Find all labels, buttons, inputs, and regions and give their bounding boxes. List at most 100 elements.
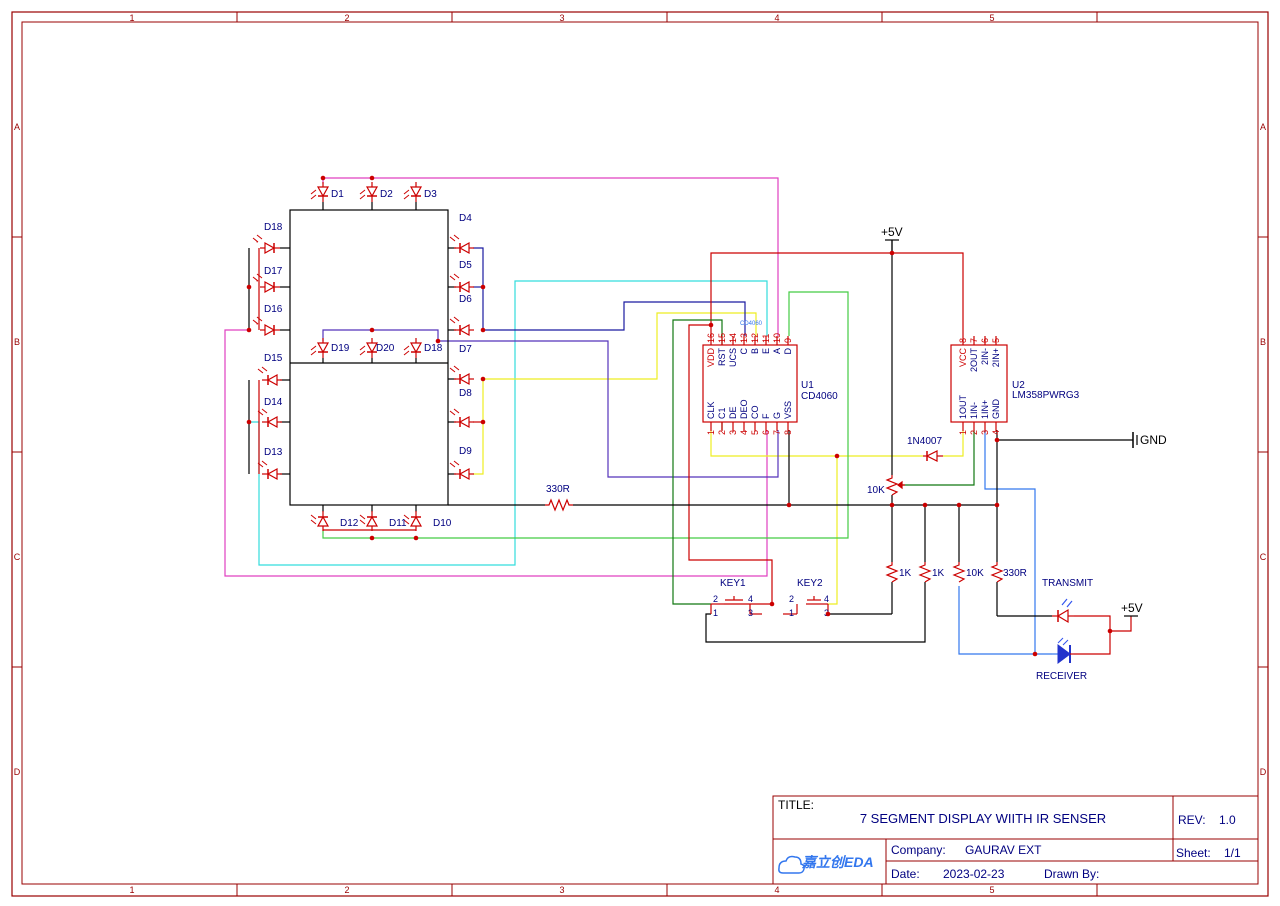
label-d19: D19 xyxy=(331,343,350,354)
label-d2: D2 xyxy=(380,189,393,200)
wire-dark-green-2 xyxy=(898,430,975,486)
row-label-right: D xyxy=(1260,767,1267,777)
wire-yellow xyxy=(483,312,757,380)
u1-pins: 16VDD15RST14UCS13C12B11E10A9D1CLK2C13DE4… xyxy=(706,333,793,435)
u1-pin-number: 4 xyxy=(739,430,749,435)
row-label-right: A xyxy=(1260,122,1266,132)
wire-red-vdd xyxy=(710,252,964,336)
date-label: Date: xyxy=(891,867,920,881)
u1-pin-number: 6 xyxy=(761,430,771,435)
label-key1: KEY1 xyxy=(720,578,746,589)
sheet-label: Sheet: xyxy=(1176,846,1211,860)
row-label-right: C xyxy=(1260,552,1267,562)
rev-value: 1.0 xyxy=(1219,813,1236,827)
u1-pin-name: VDD xyxy=(706,348,716,368)
u2-pin-name: GND xyxy=(991,399,1001,420)
title-block xyxy=(772,795,1259,885)
wire-blue xyxy=(984,430,1036,654)
resistor-10k xyxy=(952,562,966,583)
label-d7: D7 xyxy=(459,344,472,355)
row-label-left: A xyxy=(14,122,20,132)
wire-magenta-top xyxy=(323,177,779,336)
drawing-title: 7 SEGMENT DISPLAY WIITH IR SENSER xyxy=(860,811,1106,826)
col-label-bottom: 3 xyxy=(559,885,564,895)
sheet-frame xyxy=(11,11,1269,897)
potentiometer-10k xyxy=(885,475,899,496)
led-d18b xyxy=(403,337,422,359)
label-pot: 10K xyxy=(867,485,885,496)
u1-small-label: CD4060 xyxy=(740,321,763,327)
label-d10: D10 xyxy=(433,518,452,529)
u1-pin-name: RST xyxy=(717,347,727,366)
u1-pin-number: 1 xyxy=(706,430,716,435)
wire-yellow-4 xyxy=(943,430,964,457)
power-symbols xyxy=(885,239,1138,617)
label-d9: D9 xyxy=(459,446,472,457)
label-d1: D1 xyxy=(331,189,344,200)
label-d16: D16 xyxy=(264,304,283,315)
label-d4: D4 xyxy=(459,213,472,224)
passives xyxy=(545,450,1004,583)
row-label-right: B xyxy=(1260,337,1266,347)
u1-pin-number: 16 xyxy=(706,333,716,343)
gnd-symbol xyxy=(1132,432,1138,448)
col-label-top: 1 xyxy=(129,13,134,23)
col-label-top: 3 xyxy=(559,13,564,23)
led-d18 xyxy=(252,234,281,254)
u2-pin-name: 1IN+ xyxy=(980,400,990,419)
u1-pin-name: E xyxy=(761,348,771,354)
u2-pin-number: 5 xyxy=(991,338,1001,343)
led-d1 xyxy=(310,181,329,203)
u1-pin-name: C xyxy=(739,348,749,355)
u1-pin-number: 9 xyxy=(783,338,793,343)
logo-text: 嘉立创EDA xyxy=(801,854,874,870)
wire-blue-2 xyxy=(958,586,1052,655)
drawn-by-label: Drawn By: xyxy=(1044,867,1099,881)
u1-pin-name: UCS xyxy=(728,348,738,367)
u2-pin-number: 3 xyxy=(980,430,990,435)
u1-pin-number: 7 xyxy=(772,430,782,435)
label-d3: D3 xyxy=(424,189,437,200)
col-label-top: 4 xyxy=(774,13,779,23)
receiver-led xyxy=(1052,637,1074,664)
label-d18b: D18 xyxy=(424,343,443,354)
label-d14: D14 xyxy=(264,397,283,408)
led-labels: D1 D2 D3 D4 D5 D6 D7 D8 D9 D10 D11 D12 D… xyxy=(264,189,472,529)
colored-wires xyxy=(224,177,1132,655)
label-vcc-right: +5V xyxy=(1121,601,1143,615)
title-label: TITLE: xyxy=(778,798,814,812)
led-d8 xyxy=(449,408,475,428)
resistor-330r-h xyxy=(545,498,573,512)
u1-pin-name: F xyxy=(761,413,771,419)
led-bus-wires xyxy=(258,248,483,531)
col-label-top: 2 xyxy=(344,13,349,23)
u2-pin-name: 2IN+ xyxy=(991,348,1001,367)
cloud-icon xyxy=(778,855,805,874)
junction-dots xyxy=(246,175,1113,657)
led-d7 xyxy=(449,365,475,385)
label-1k-a: 1K xyxy=(899,568,912,579)
label-330r-h: 330R xyxy=(546,484,570,495)
row-label-left: D xyxy=(14,767,21,777)
label-330r: 330R xyxy=(1003,568,1027,579)
col-label-top: 5 xyxy=(989,13,994,23)
eda-logo: 嘉立创EDA xyxy=(778,854,874,874)
wire-green xyxy=(322,291,849,539)
u2-pin-name: 1OUT xyxy=(958,394,968,419)
u1-pin-number: 5 xyxy=(750,430,760,435)
u1-pin-number: 11 xyxy=(761,334,771,343)
u2-value: LM358PWRG3 xyxy=(1012,390,1080,401)
label-receiver: RECEIVER xyxy=(1036,671,1087,682)
u1-pin-name: G xyxy=(772,412,782,419)
label-d20: D20 xyxy=(376,343,395,354)
label-d17: D17 xyxy=(264,266,283,277)
col-label-bottom: 4 xyxy=(774,885,779,895)
push-buttons xyxy=(710,596,829,615)
u2-pin-name: VCC xyxy=(958,348,968,368)
date-value: 2023-02-23 xyxy=(943,867,1005,881)
resistor-1k-a xyxy=(885,562,899,583)
u1-pin-name: C1 xyxy=(717,407,727,419)
